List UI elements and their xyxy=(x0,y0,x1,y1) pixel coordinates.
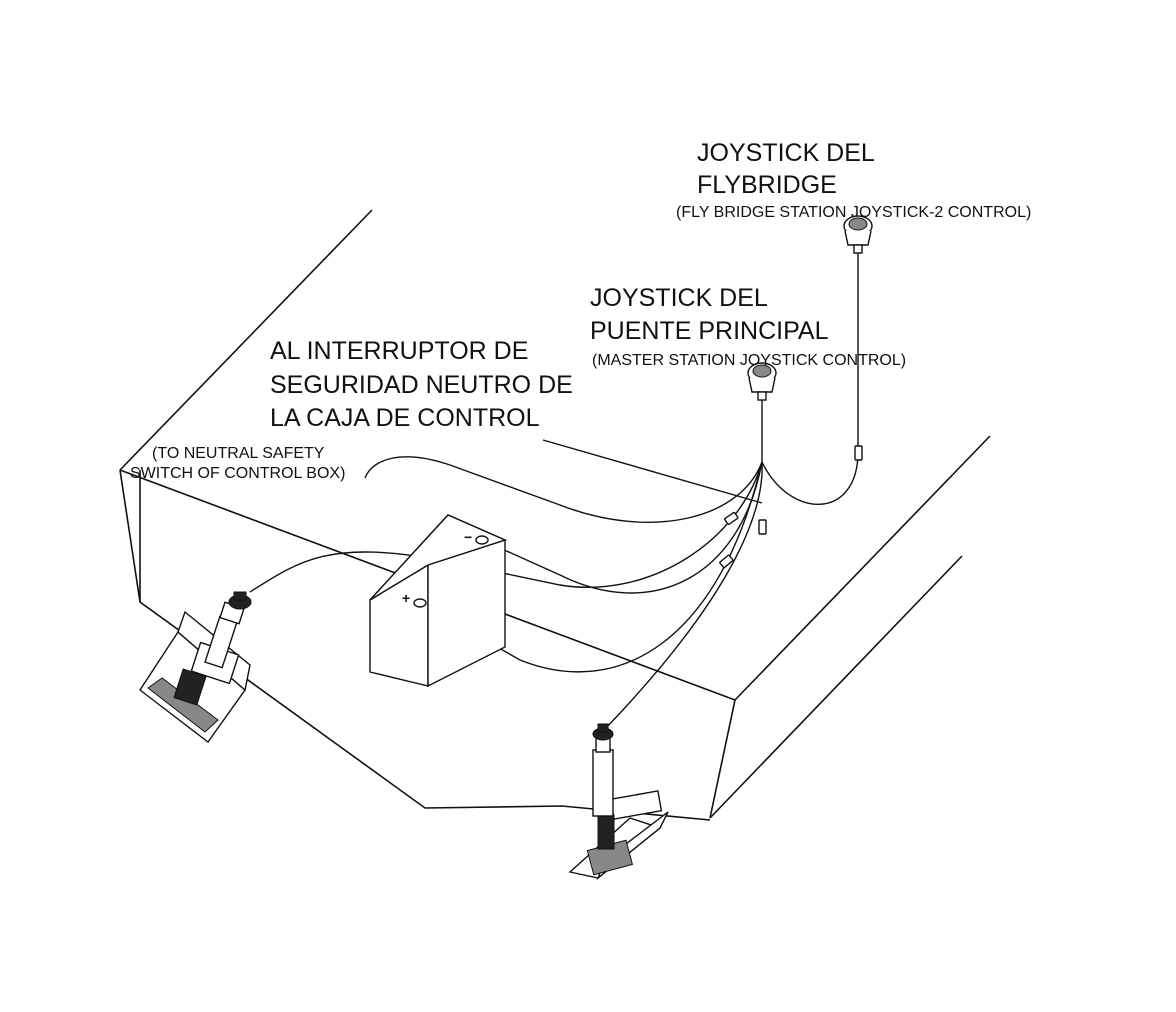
battery-positive-label: + xyxy=(402,590,410,606)
flybridge-joystick-icon xyxy=(843,215,873,254)
port-trim-tab-actuator-icon xyxy=(568,723,669,881)
neutral-label-line1: AL INTERRUPTOR DE xyxy=(270,337,528,365)
master-label-line1: JOYSTICK DEL xyxy=(590,284,768,312)
neutral-label-sub2: SWITCH OF CONTROL BOX) xyxy=(130,465,345,482)
neutral-label-sub1: (TO NEUTRAL SAFETY xyxy=(152,445,325,462)
master-label-line2: PUENTE PRINCIPAL xyxy=(590,317,829,345)
neutral-label-line2: SEGURIDAD NEUTRO DE xyxy=(270,371,573,399)
flybridge-label-line2: FLYBRIDGE xyxy=(697,171,837,199)
battery-icon: − + xyxy=(369,514,507,688)
boat-hull xyxy=(119,209,991,821)
starboard-trim-tab-actuator-icon xyxy=(139,591,252,743)
flybridge-joystick-label: JOYSTICK DEL FLYBRIDGE (FLY BRIDGE STATI… xyxy=(676,139,1031,221)
neutral-safety-switch-label: AL INTERRUPTOR DE SEGURIDAD NEUTRO DE LA… xyxy=(130,337,573,482)
battery-negative-label: − xyxy=(464,529,472,545)
flybridge-label-sub: (FLY BRIDGE STATION JOYSTICK-2 CONTROL) xyxy=(676,204,1031,221)
master-label-sub: (MASTER STATION JOYSTICK CONTROL) xyxy=(592,352,906,369)
wiring-harness xyxy=(249,250,863,733)
flybridge-label-line1: JOYSTICK DEL xyxy=(697,139,875,167)
master-joystick-icon xyxy=(747,362,777,401)
neutral-label-line3: LA CAJA DE CONTROL xyxy=(270,404,540,432)
master-joystick-label: JOYSTICK DEL PUENTE PRINCIPAL (MASTER ST… xyxy=(590,284,906,369)
